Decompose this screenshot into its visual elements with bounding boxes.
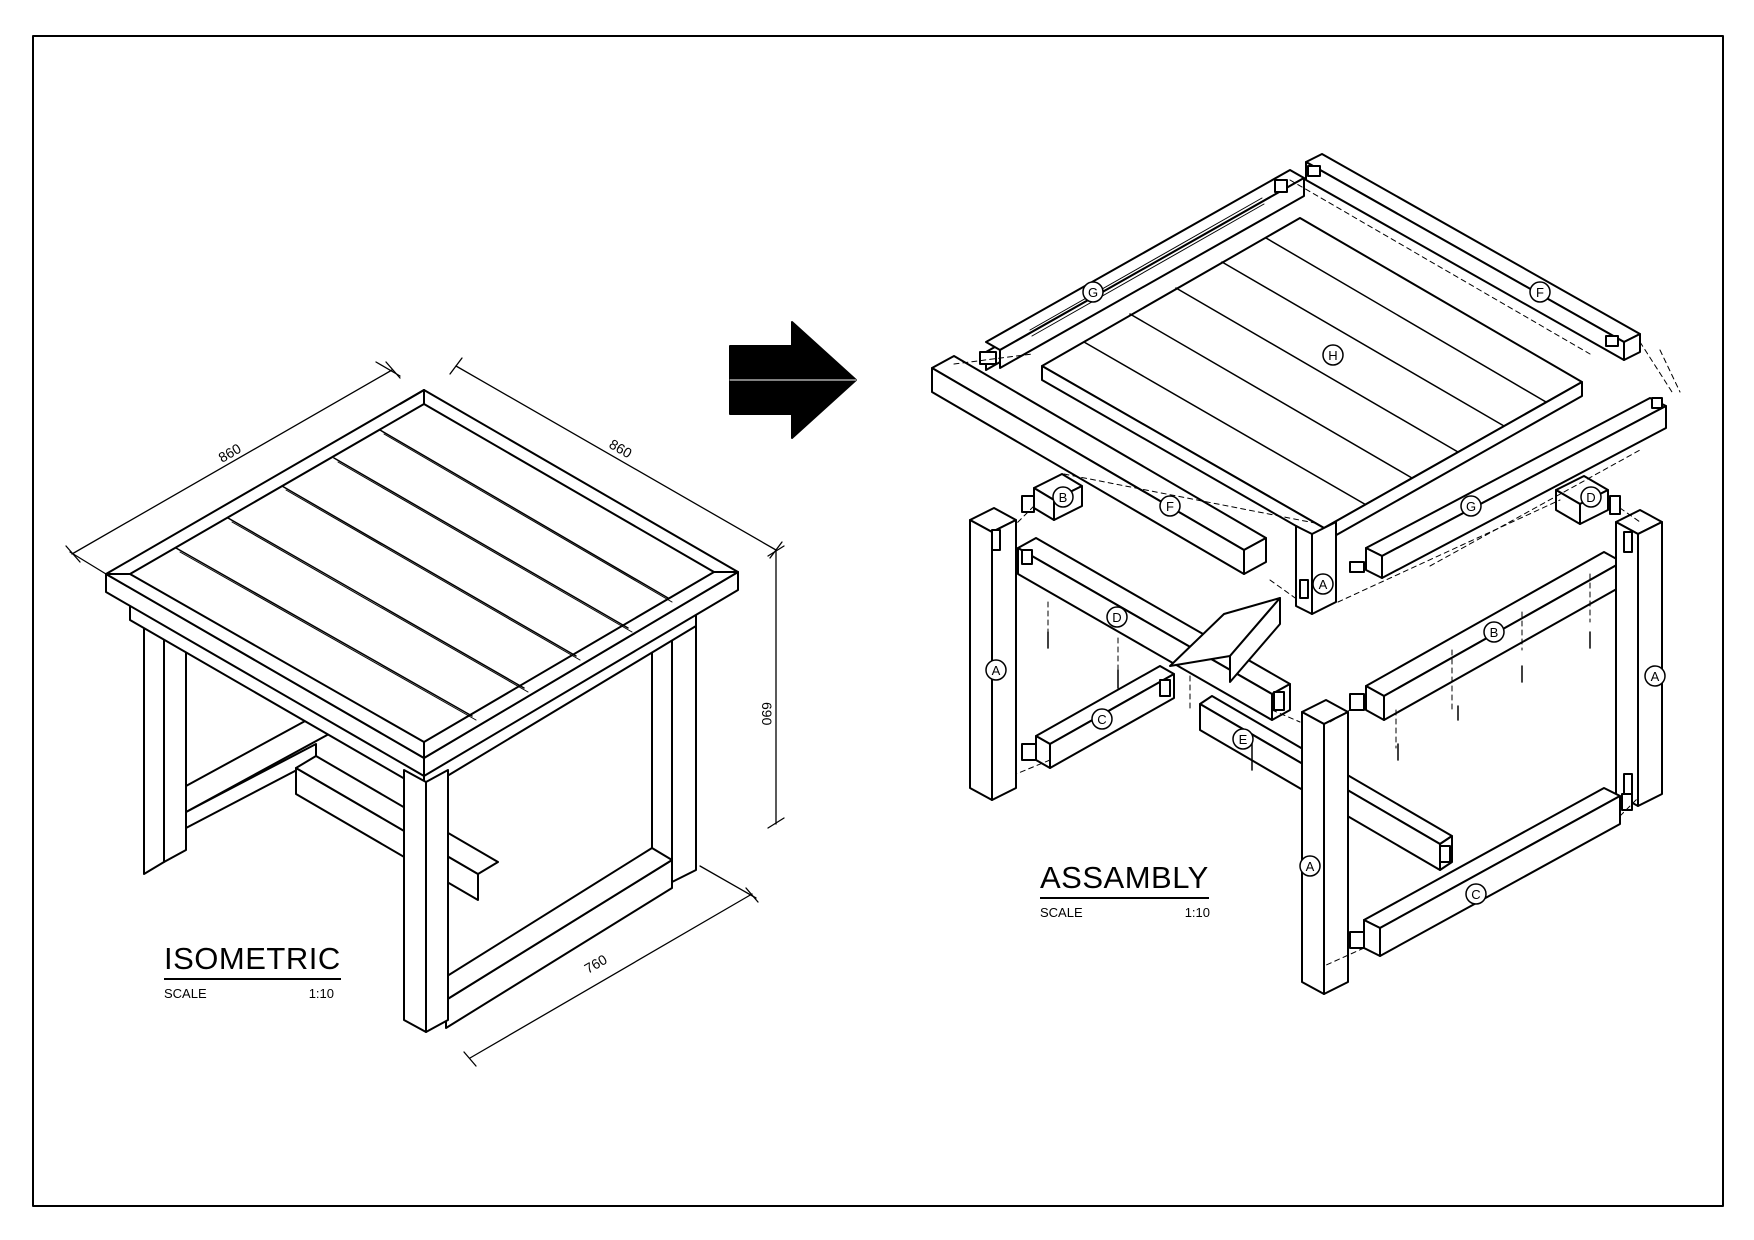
- dimension-depth: [463, 865, 759, 1067]
- callout-f-front: F: [1166, 499, 1174, 514]
- callout-c-left: C: [1097, 712, 1106, 727]
- assembly-exploded: [931, 153, 1681, 995]
- part-g-rail-front: [1349, 397, 1667, 579]
- dimension-height: [767, 545, 785, 829]
- callout-a-right: A: [1651, 669, 1660, 684]
- dimension-height-text: 690: [759, 702, 775, 726]
- direction-arrow-icon: [729, 321, 857, 439]
- callout-a-left: A: [992, 663, 1001, 678]
- callout-c-right: C: [1471, 887, 1480, 902]
- callout-b-block: B: [1059, 490, 1068, 505]
- isometric-table: [65, 357, 785, 1067]
- assembly-title-block: ASSAMBLY SCALE 1:10: [1040, 862, 1210, 920]
- leg-back-right: [651, 611, 697, 883]
- callout-e: E: [1239, 732, 1248, 747]
- part-a-leg-left: [969, 507, 1017, 801]
- screws-icon: [1047, 631, 1591, 771]
- callout-f-back: F: [1536, 285, 1544, 300]
- callout-d-apron: D: [1112, 610, 1121, 625]
- callout-a-back: A: [1319, 577, 1328, 592]
- assembly-guides: [953, 179, 1681, 967]
- assembly-scale-row: SCALE 1:10: [1040, 905, 1210, 920]
- part-d-block: [1555, 475, 1621, 525]
- sheet-border: [32, 35, 1724, 1207]
- dimension-depth-text: 760: [582, 951, 610, 977]
- callouts: [985, 281, 1666, 905]
- callout-b-apron: B: [1490, 625, 1499, 640]
- leg-front: [403, 769, 449, 1033]
- part-c-rail-right: [1349, 787, 1633, 957]
- table-top: [105, 389, 739, 777]
- isometric-scale-row: SCALE 1:10: [164, 986, 334, 1001]
- dimension-width-left: [65, 361, 401, 575]
- isometric-scale-label: SCALE: [164, 986, 207, 1001]
- callout-a-front: A: [1306, 859, 1315, 874]
- callout-h: H: [1328, 348, 1337, 363]
- assembly-scale-label: SCALE: [1040, 905, 1083, 920]
- callout-d-block: D: [1586, 490, 1595, 505]
- isometric-title-block: ISOMETRIC SCALE 1:10: [164, 943, 341, 1001]
- assembly-scale-value: 1:10: [1184, 905, 1210, 920]
- callout-letters: G F H B D F G A D B A A C E A C: [992, 285, 1660, 902]
- callout-g-front: G: [1466, 499, 1476, 514]
- isometric-scale-value: 1:10: [308, 986, 334, 1001]
- dimension-width-left-text: 860: [216, 440, 244, 466]
- assembly-title: ASSAMBLY: [1040, 862, 1209, 899]
- part-f-rail-back: [1305, 153, 1641, 361]
- part-h-slats: [1041, 217, 1583, 543]
- isometric-title: ISOMETRIC: [164, 943, 341, 980]
- part-f-rail-front: [931, 355, 1267, 575]
- part-g-rail-back: [979, 169, 1305, 371]
- callout-g-back: G: [1088, 285, 1098, 300]
- part-a-leg-right: [1615, 509, 1663, 807]
- part-a-leg-back: [1295, 521, 1337, 615]
- part-b-block: [1021, 473, 1083, 521]
- dimension-width-right-text: 860: [607, 436, 635, 462]
- part-a-leg-front: [1301, 699, 1349, 995]
- stretcher-middle: [295, 755, 499, 901]
- leg-back-left: [143, 615, 187, 875]
